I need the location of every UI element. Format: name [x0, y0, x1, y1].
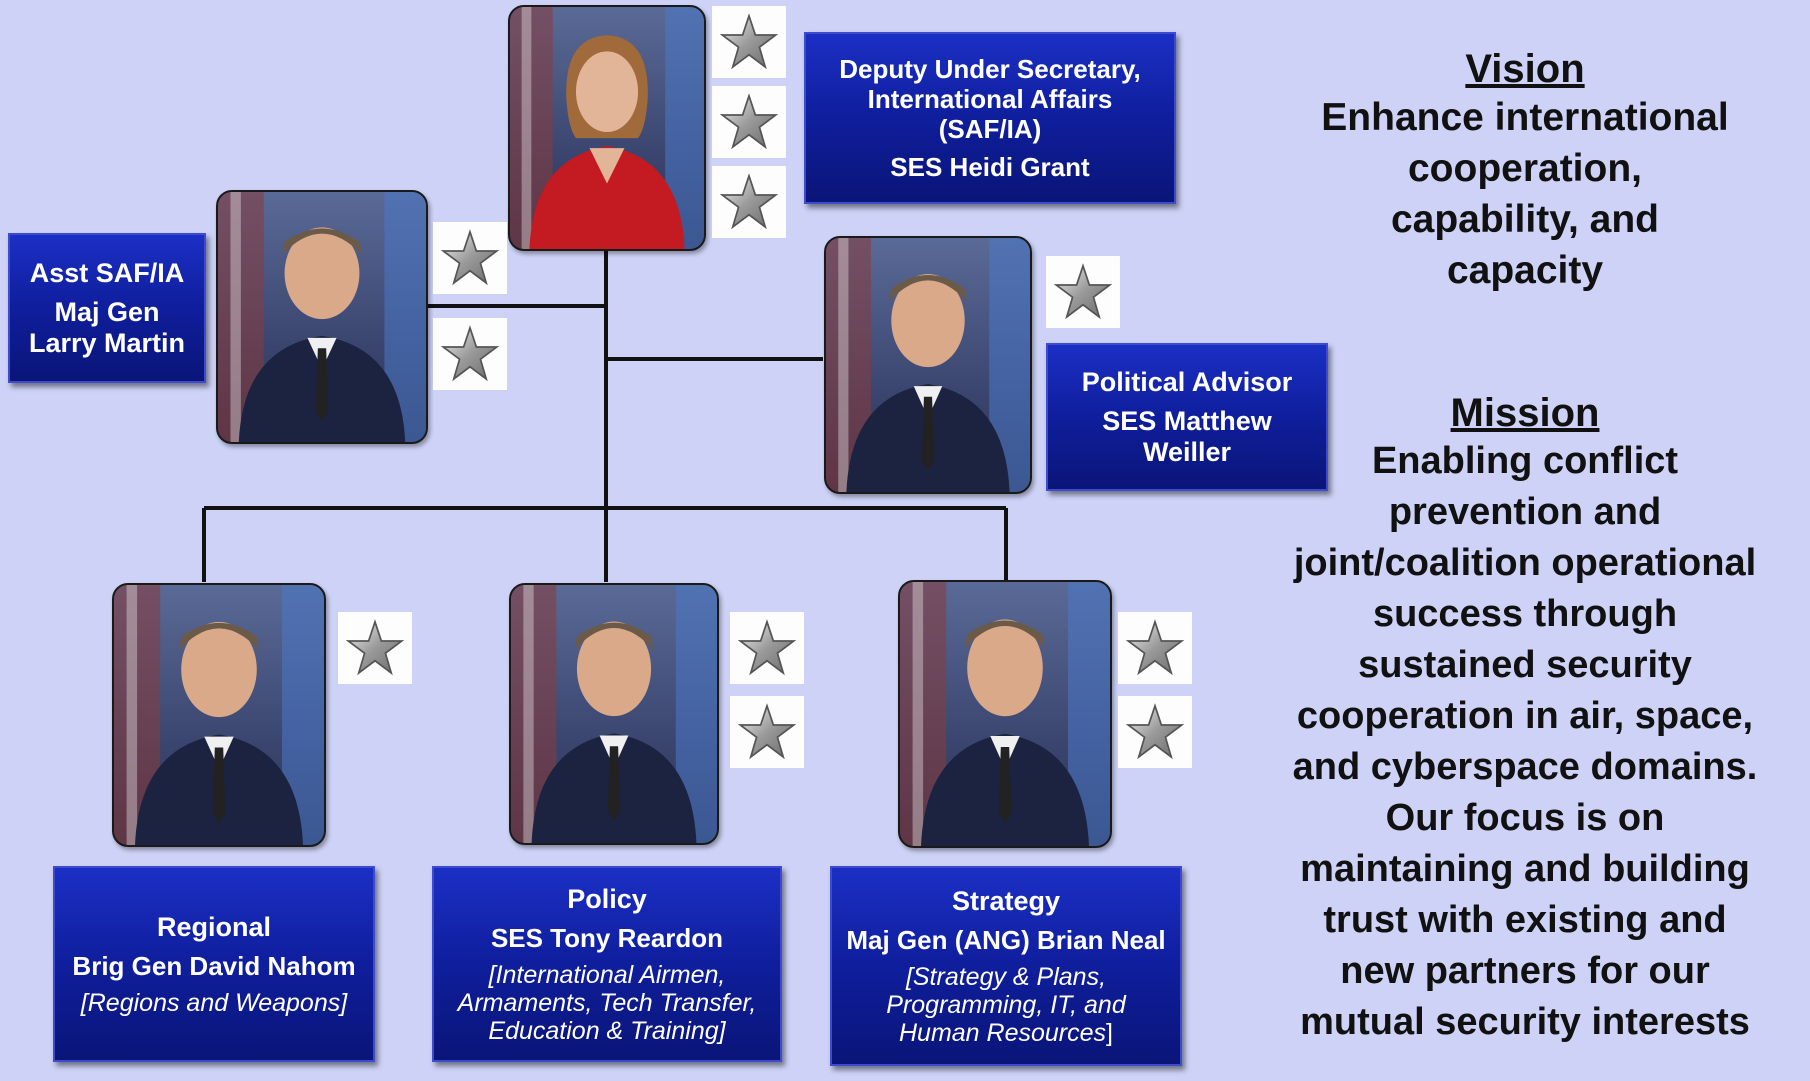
- mission-line: maintaining and building: [1300, 848, 1750, 890]
- mission-line: mutual security interests: [1300, 1001, 1750, 1043]
- vision-heading: Vision: [1465, 47, 1585, 91]
- strategy-box: Strategy Maj Gen (ANG) Brian Neal [Strat…: [830, 866, 1182, 1066]
- mission-line: cooperation in air, space,: [1296, 695, 1754, 737]
- mission-heading: Mission: [1450, 391, 1600, 435]
- silver-star-icon: [1118, 696, 1192, 768]
- mission-line: Our focus is on: [1385, 797, 1665, 839]
- mission-line: trust with existing and: [1323, 899, 1727, 941]
- photo-tony-reardon: [509, 583, 719, 845]
- mission-line: prevention and: [1388, 491, 1662, 533]
- silver-star-icon: [338, 612, 412, 684]
- silver-star-icon: [712, 166, 786, 238]
- photo-david-nahom: [112, 583, 326, 847]
- political-advisor-box: Political Advisor SES Matthew Weiller: [1046, 343, 1328, 491]
- vision-line: capacity: [1446, 249, 1604, 292]
- silver-star-icon: [712, 6, 786, 78]
- photo-brian-neal: [898, 580, 1112, 848]
- silver-star-icon: [1118, 612, 1192, 684]
- asst-saf-ia-box: Asst SAF/IA Maj Gen Larry Martin: [8, 233, 206, 383]
- vision-line: capability, and: [1390, 198, 1659, 241]
- policy-box: Policy SES Tony Reardon [International A…: [432, 866, 782, 1062]
- mission-line: joint/coalition operational: [1293, 542, 1757, 584]
- silver-star-icon: [712, 86, 786, 158]
- silver-star-icon: [433, 318, 507, 390]
- mission-line: Enabling conflict: [1371, 440, 1679, 482]
- silver-star-icon: [730, 612, 804, 684]
- silver-star-icon: [1046, 256, 1120, 328]
- vision-line: cooperation,: [1407, 147, 1643, 190]
- vision-section: Vision Enhance international cooperation…: [1260, 46, 1790, 296]
- mission-line: and cyberspace domains.: [1292, 746, 1758, 788]
- photo-larry-martin: [216, 190, 428, 444]
- mission-line: sustained security: [1358, 644, 1692, 686]
- mission-line: new partners for our: [1340, 950, 1710, 992]
- mission-section: Mission Enabling conflict prevention and…: [1260, 390, 1790, 1048]
- photo-matthew-weiller: [824, 236, 1032, 494]
- photo-heidi-grant: [508, 5, 706, 251]
- vision-line: Enhance international: [1321, 96, 1729, 139]
- deputy-under-secretary-box: Deputy Under Secretary, International Af…: [804, 32, 1176, 204]
- silver-star-icon: [730, 696, 804, 768]
- regional-box: Regional Brig Gen David Nahom [Regions a…: [53, 866, 375, 1062]
- silver-star-icon: [433, 222, 507, 294]
- mission-line: success through: [1372, 593, 1678, 635]
